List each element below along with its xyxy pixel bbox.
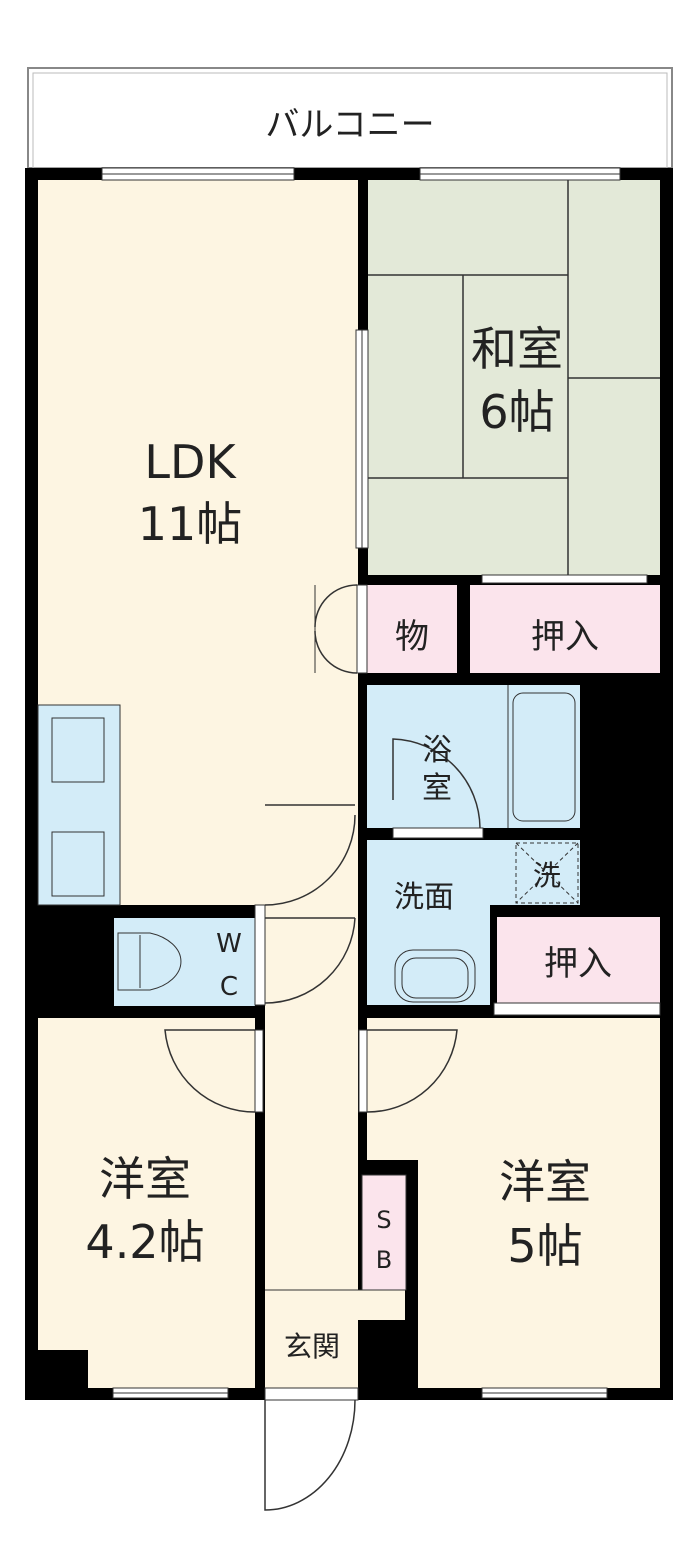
washroom-label: 洗面 (394, 880, 454, 915)
room-entrance (265, 1290, 405, 1320)
window-washitsu (419, 167, 621, 181)
tatami-lines (368, 180, 660, 575)
bath-label-2: 室 (422, 771, 452, 806)
western-left-size: 4.2帖 (85, 1215, 204, 1269)
washitsu-size: 6帖 (479, 385, 554, 439)
storage-label: 物 (395, 617, 429, 657)
window-left-bottom (112, 1387, 229, 1399)
wc-label-1: W (216, 929, 242, 959)
sink (394, 949, 476, 1003)
washer-space (515, 842, 579, 904)
bath-label-1: 浴 (422, 733, 452, 768)
wc-label-2: C (220, 972, 238, 1002)
washitsu-name: 和室 (471, 322, 563, 376)
window-right-bottom (481, 1387, 608, 1399)
western-right-name: 洋室 (499, 1155, 591, 1209)
closet-top-label: 押入 (531, 617, 599, 657)
balcony (27, 67, 673, 169)
window-ldk (101, 167, 295, 181)
ldk-size: 11帖 (138, 497, 243, 551)
shoebox-label-1: S (376, 1206, 391, 1234)
room-closet-mid (497, 917, 660, 1003)
western-right-size: 5帖 (507, 1219, 582, 1273)
western-left-name: 洋室 (99, 1152, 191, 1206)
entrance-label: 玄関 (284, 1330, 340, 1363)
room-western-right (367, 1018, 660, 1388)
ldk-name: LDK (144, 435, 237, 489)
toilet (117, 932, 182, 991)
bathtub (512, 692, 576, 822)
balcony-label: バルコニー (265, 105, 434, 145)
room-storage (367, 585, 457, 673)
room-closet-top (470, 585, 660, 673)
shoebox-label-2: B (376, 1246, 392, 1274)
room-western-left (38, 1018, 255, 1388)
washer-label: 洗 (533, 859, 561, 892)
closet-mid-label: 押入 (544, 944, 612, 984)
entrance-door (264, 1399, 356, 1511)
